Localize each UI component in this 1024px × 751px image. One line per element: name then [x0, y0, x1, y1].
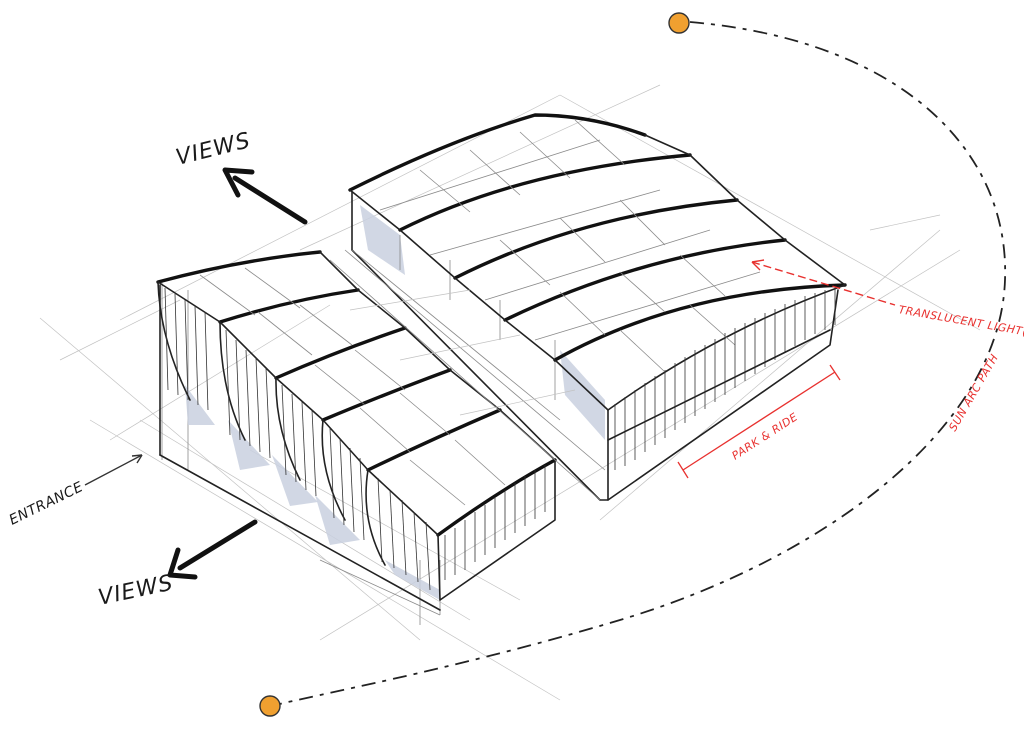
- views-label-bottom: VIEWS: [96, 571, 176, 611]
- park-ride-label: PARK & RIDE: [730, 410, 801, 462]
- park-ride-dimension: [677, 364, 841, 479]
- views-label-top: VIEWS: [173, 128, 253, 171]
- walkway: [329, 249, 606, 501]
- construction-lines: [39, 84, 981, 701]
- left-building: [156, 250, 557, 616]
- right-building: [348, 113, 847, 501]
- entrance-arrow-icon: [84, 454, 143, 486]
- sun-arc-path-label: SUN ARC PATH: [946, 352, 1001, 434]
- translucent-light-leader: [751, 259, 896, 306]
- sun-arc-path: [274, 21, 1006, 706]
- sun-marker-start: [668, 12, 690, 34]
- arrow-down-left-icon: [167, 519, 258, 580]
- sun-marker-end: [259, 695, 281, 717]
- translucent-light-label: TRANSLUCENT LIGHT(S): [897, 303, 1024, 341]
- arrow-up-left-icon: [222, 167, 308, 225]
- entrance-label: ENTRANCE: [7, 479, 86, 529]
